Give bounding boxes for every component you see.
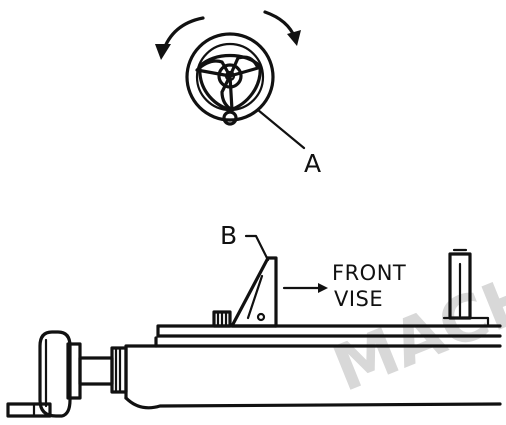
vise-post	[442, 248, 490, 328]
angle-bracket	[230, 256, 278, 328]
callout-a-label: A	[304, 149, 321, 178]
handwheel	[185, 32, 275, 126]
front-vise-label-line2: VISE	[334, 287, 383, 311]
direction-arrow-icon	[282, 283, 328, 293]
callout-b: B	[220, 221, 270, 262]
crank-handle	[6, 402, 52, 418]
callout-a: A	[256, 108, 321, 178]
table-body	[124, 324, 502, 410]
handwheel-knob	[222, 110, 238, 126]
rotation-arrow-right-icon	[263, 10, 301, 46]
front-vise-label-line1: FRONT	[332, 261, 406, 285]
leadscrew-crank	[38, 330, 128, 418]
rotation-arrow-left-icon	[155, 16, 205, 60]
callout-b-label: B	[220, 221, 237, 250]
clamp-knob	[212, 310, 232, 328]
